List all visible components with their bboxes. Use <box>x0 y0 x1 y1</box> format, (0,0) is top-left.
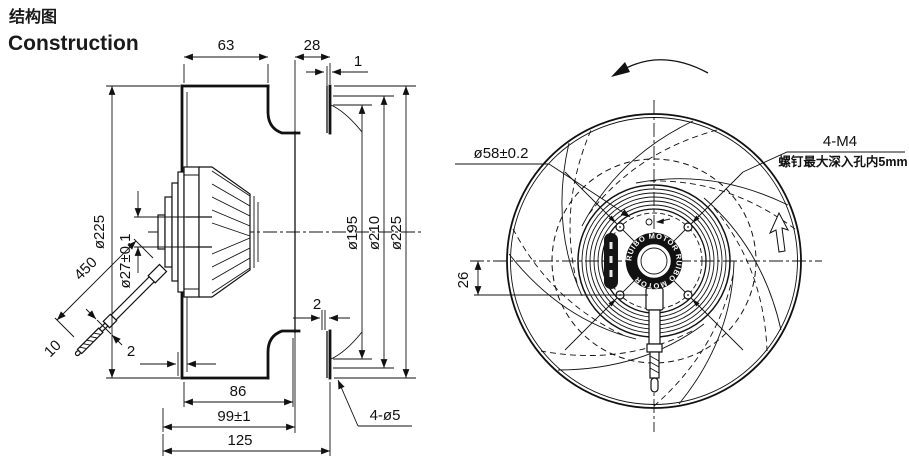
label-pilot-dia: ø58±0.2 <box>455 145 631 218</box>
svg-text:10: 10 <box>41 337 65 361</box>
rotation-arrow <box>611 59 709 77</box>
svg-text:螺钉最大深入孔内5mm: 螺钉最大深入孔内5mm <box>778 154 907 169</box>
dim-dia-195: ø195 <box>333 104 372 360</box>
motor-section <box>157 166 259 298</box>
impeller-blades <box>508 120 796 407</box>
svg-text:450: 450 <box>71 254 101 284</box>
svg-text:125: 125 <box>227 432 252 449</box>
blade-direction-arrow <box>768 211 790 253</box>
dim-top-width: 63 <box>183 37 269 83</box>
title-en: Construction <box>8 32 139 55</box>
label-mount-holes: 4-ø5 <box>337 379 412 427</box>
dim-plate-thickness: 2 <box>127 343 216 376</box>
label-m4-screws: 4-M4 螺钉最大深入孔内5mm <box>742 133 908 173</box>
motor-fins <box>211 170 251 294</box>
svg-text:4-ø5: 4-ø5 <box>370 407 401 424</box>
top-screw-detail <box>645 218 671 226</box>
dim-ring-thickness: 2 <box>293 296 350 330</box>
dim-impeller-width: 86 <box>183 338 294 407</box>
hub-ring <box>625 232 683 290</box>
svg-text:4-M4: 4-M4 <box>823 133 857 150</box>
svg-text:99±1: 99±1 <box>217 408 250 425</box>
svg-text:ø225: ø225 <box>388 216 405 250</box>
title-zh: 结构图 <box>8 7 57 26</box>
svg-text:ø27±0.1: ø27±0.1 <box>117 234 134 289</box>
svg-text:1: 1 <box>354 53 362 70</box>
side-view: ø225 ø27±0.1 63 28 1 <box>41 37 424 456</box>
svg-text:2: 2 <box>127 343 135 360</box>
svg-text:26: 26 <box>455 272 472 289</box>
svg-text:28: 28 <box>304 37 321 54</box>
front-view: RUIBO MOTOR RUIBO MOTOR 26 ø58±0.2 <box>455 59 908 432</box>
dim-overall-depth: 125 <box>162 382 331 456</box>
svg-text:ø210: ø210 <box>366 216 383 250</box>
svg-text:86: 86 <box>230 383 247 400</box>
motor-hub: RUIBO MOTOR RUIBO MOTOR <box>604 231 683 291</box>
dim-outer-dia-left: ø225 <box>91 85 180 379</box>
dim-offset-26: 26 <box>455 261 648 296</box>
svg-text:ø195: ø195 <box>344 216 361 250</box>
dim-inlet-depth: 28 <box>295 37 331 84</box>
dim-dia-225-right: ø225 <box>334 85 416 379</box>
dim-lip-thickness: 1 <box>306 53 368 86</box>
svg-text:63: 63 <box>218 37 235 54</box>
svg-text:ø225: ø225 <box>91 215 108 249</box>
dim-depth-total: 99±1 <box>162 408 295 432</box>
dim-dia-210: ø210 <box>333 95 394 369</box>
front-cable <box>645 287 664 393</box>
svg-text:ø58±0.2: ø58±0.2 <box>474 145 529 162</box>
svg-text:2: 2 <box>313 296 321 313</box>
